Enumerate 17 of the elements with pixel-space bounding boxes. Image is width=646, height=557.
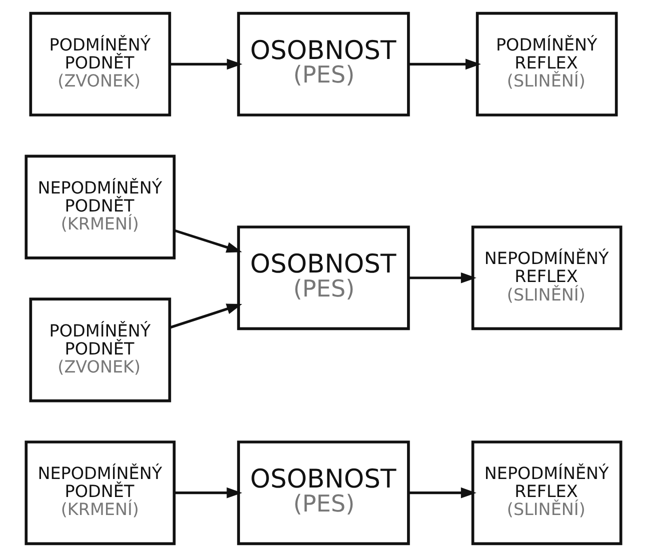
- arrow: [173, 229, 242, 253]
- node-box: OSOBNOST (PES): [236, 440, 410, 546]
- node-box: NEPODMÍNĚNÝ REFLEX (SLINĚNÍ): [470, 226, 622, 330]
- node-box: OSOBNOST (PES): [236, 12, 410, 116]
- node-box: NEPODMÍNĚNÝ REFLEX (SLINĚNÍ): [470, 440, 622, 546]
- node-box: PODMÍNĚNÝ REFLEX (SLINĚNÍ): [475, 12, 618, 116]
- node-box: OSOBNOST (PES): [236, 226, 410, 330]
- arrow: [174, 487, 242, 498]
- node-box: PODMÍNĚNÝ PODNĚT (ZVONEK): [28, 12, 171, 116]
- arrow: [408, 58, 480, 70]
- node-box: PODMÍNĚNÝ PODNĚT (ZVONEK): [28, 298, 171, 402]
- arrow: [169, 304, 242, 329]
- arrow: [408, 487, 476, 498]
- arrow: [170, 58, 242, 70]
- arrow: [408, 272, 476, 284]
- node-box: NEPODMÍNĚNÝ PODNĚT (KRMENÍ): [24, 440, 176, 546]
- node-box: NEPODMÍNĚNÝ PODNĚT (KRMENÍ): [24, 154, 176, 260]
